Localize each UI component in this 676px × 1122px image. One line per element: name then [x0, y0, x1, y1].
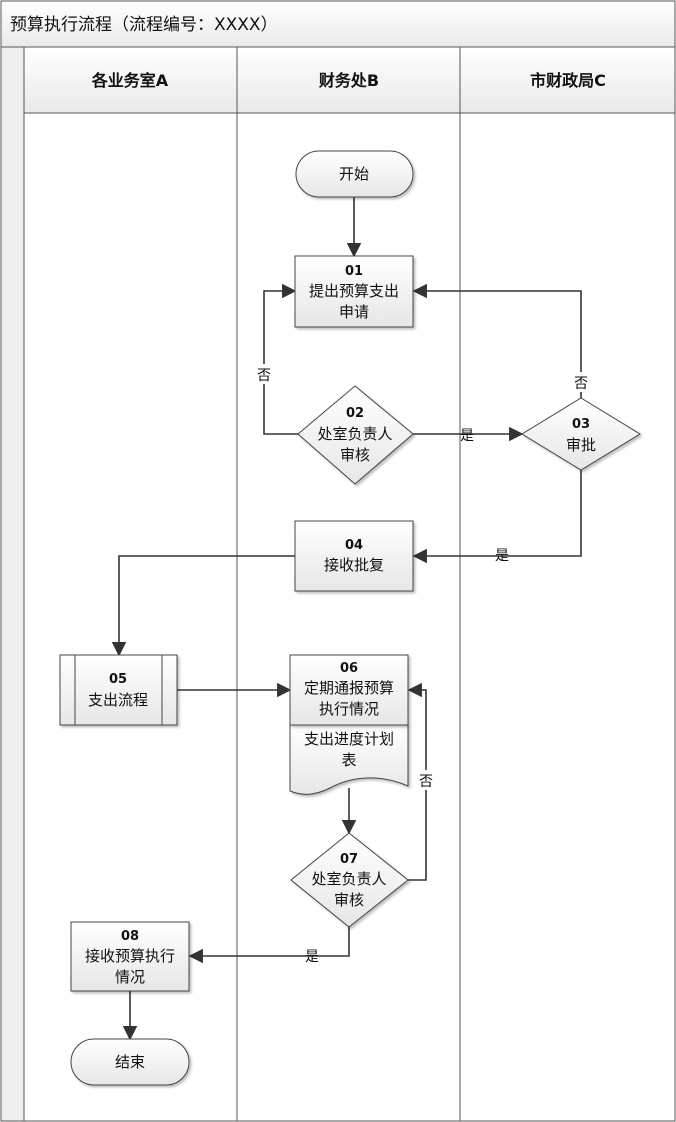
node-07-label-line2: 审核 — [334, 891, 364, 909]
node-08-number: 08 — [121, 929, 139, 944]
process-box — [70, 921, 190, 992]
process-box — [289, 654, 409, 726]
edge-04-to-05 — [111, 555, 295, 657]
edge-label-03-01-no: 否 — [574, 376, 588, 392]
node-end: 结束 — [70, 1038, 190, 1086]
node-start-label: 开始 — [339, 165, 369, 183]
node-06-number: 06 — [340, 661, 358, 676]
decision-diamond — [290, 832, 409, 928]
document-shape — [289, 724, 409, 795]
node-06-label-line1: 定期通报预算 — [304, 679, 394, 697]
node-06-document-line1: 支出进度计划 — [304, 730, 394, 748]
node-01-label-line2: 申请 — [339, 303, 369, 321]
diagram-title: 预算执行流程（流程编号：XXXX） — [10, 15, 278, 35]
edge-label-bg — [417, 770, 435, 790]
edge-label-02-03-yes: 是 — [460, 428, 474, 444]
decision-diamond — [297, 385, 414, 485]
node-02: 02 处室负责人 审核 — [297, 385, 414, 485]
edge-label-bg — [572, 372, 590, 392]
node-end-label: 结束 — [115, 1053, 145, 1071]
edge-label-bg — [255, 364, 273, 384]
process-box — [294, 255, 414, 328]
node-05-label: 支出流程 — [88, 691, 148, 709]
node-04-number: 04 — [345, 538, 363, 553]
edge-03-to-04-yes — [412, 470, 582, 564]
edge-07-to-08-yes — [188, 927, 350, 964]
subprocess-box — [59, 654, 178, 726]
node-start: 开始 — [295, 150, 414, 198]
node-02-number: 02 — [346, 406, 364, 421]
edge-label-03-04-yes: 是 — [495, 548, 509, 564]
node-04: 04 接收批复 — [294, 520, 414, 592]
node-03-number: 03 — [572, 417, 590, 432]
node-03-label: 审批 — [566, 436, 596, 454]
node-02-label-line1: 处室负责人 — [317, 425, 392, 443]
node-04-label: 接收批复 — [324, 556, 384, 574]
node-07: 07 处室负责人 审核 — [290, 832, 409, 928]
node-07-number: 07 — [340, 852, 358, 867]
decision-diamond — [521, 397, 641, 471]
terminator-shape — [70, 1038, 190, 1086]
node-01-label-line1: 提出预算支出 — [309, 282, 399, 300]
title-band — [0, 0, 676, 48]
lane-title-b: 财务处B — [318, 71, 379, 90]
node-06: 06 定期通报预算 执行情况 支出进度计划 表 — [289, 654, 409, 795]
node-05-number: 05 — [109, 672, 127, 687]
edge-02-to-01-no — [263, 283, 298, 435]
node-08: 08 接收预算执行 情况 — [70, 921, 190, 992]
node-08-label-line1: 接收预算执行 — [85, 947, 175, 965]
terminator-shape — [295, 150, 414, 198]
edge-label-07-08-yes: 是 — [305, 949, 319, 965]
node-02-label-line2: 审核 — [340, 446, 370, 464]
node-07-label-line1: 处室负责人 — [311, 870, 386, 888]
node-01-number: 01 — [345, 264, 363, 279]
node-03: 03 审批 — [521, 397, 641, 471]
lane-title-c: 市财政局C — [530, 71, 606, 90]
edge-label-07-06-no: 否 — [419, 774, 433, 790]
node-05: 05 支出流程 — [59, 654, 178, 726]
process-box — [294, 520, 414, 592]
pool-side-strip — [0, 46, 25, 1122]
node-01: 01 提出预算支出 申请 — [294, 255, 414, 328]
edge-03-to-01-no — [412, 283, 582, 398]
node-06-label-line2: 执行情况 — [319, 700, 379, 718]
lane-title-a: 各业务室A — [91, 71, 169, 90]
node-08-label-line2: 情况 — [115, 968, 145, 986]
node-06-document-line2: 表 — [341, 751, 356, 769]
edge-label-02-01-no: 否 — [257, 368, 271, 384]
lane-header-row — [23, 46, 676, 114]
